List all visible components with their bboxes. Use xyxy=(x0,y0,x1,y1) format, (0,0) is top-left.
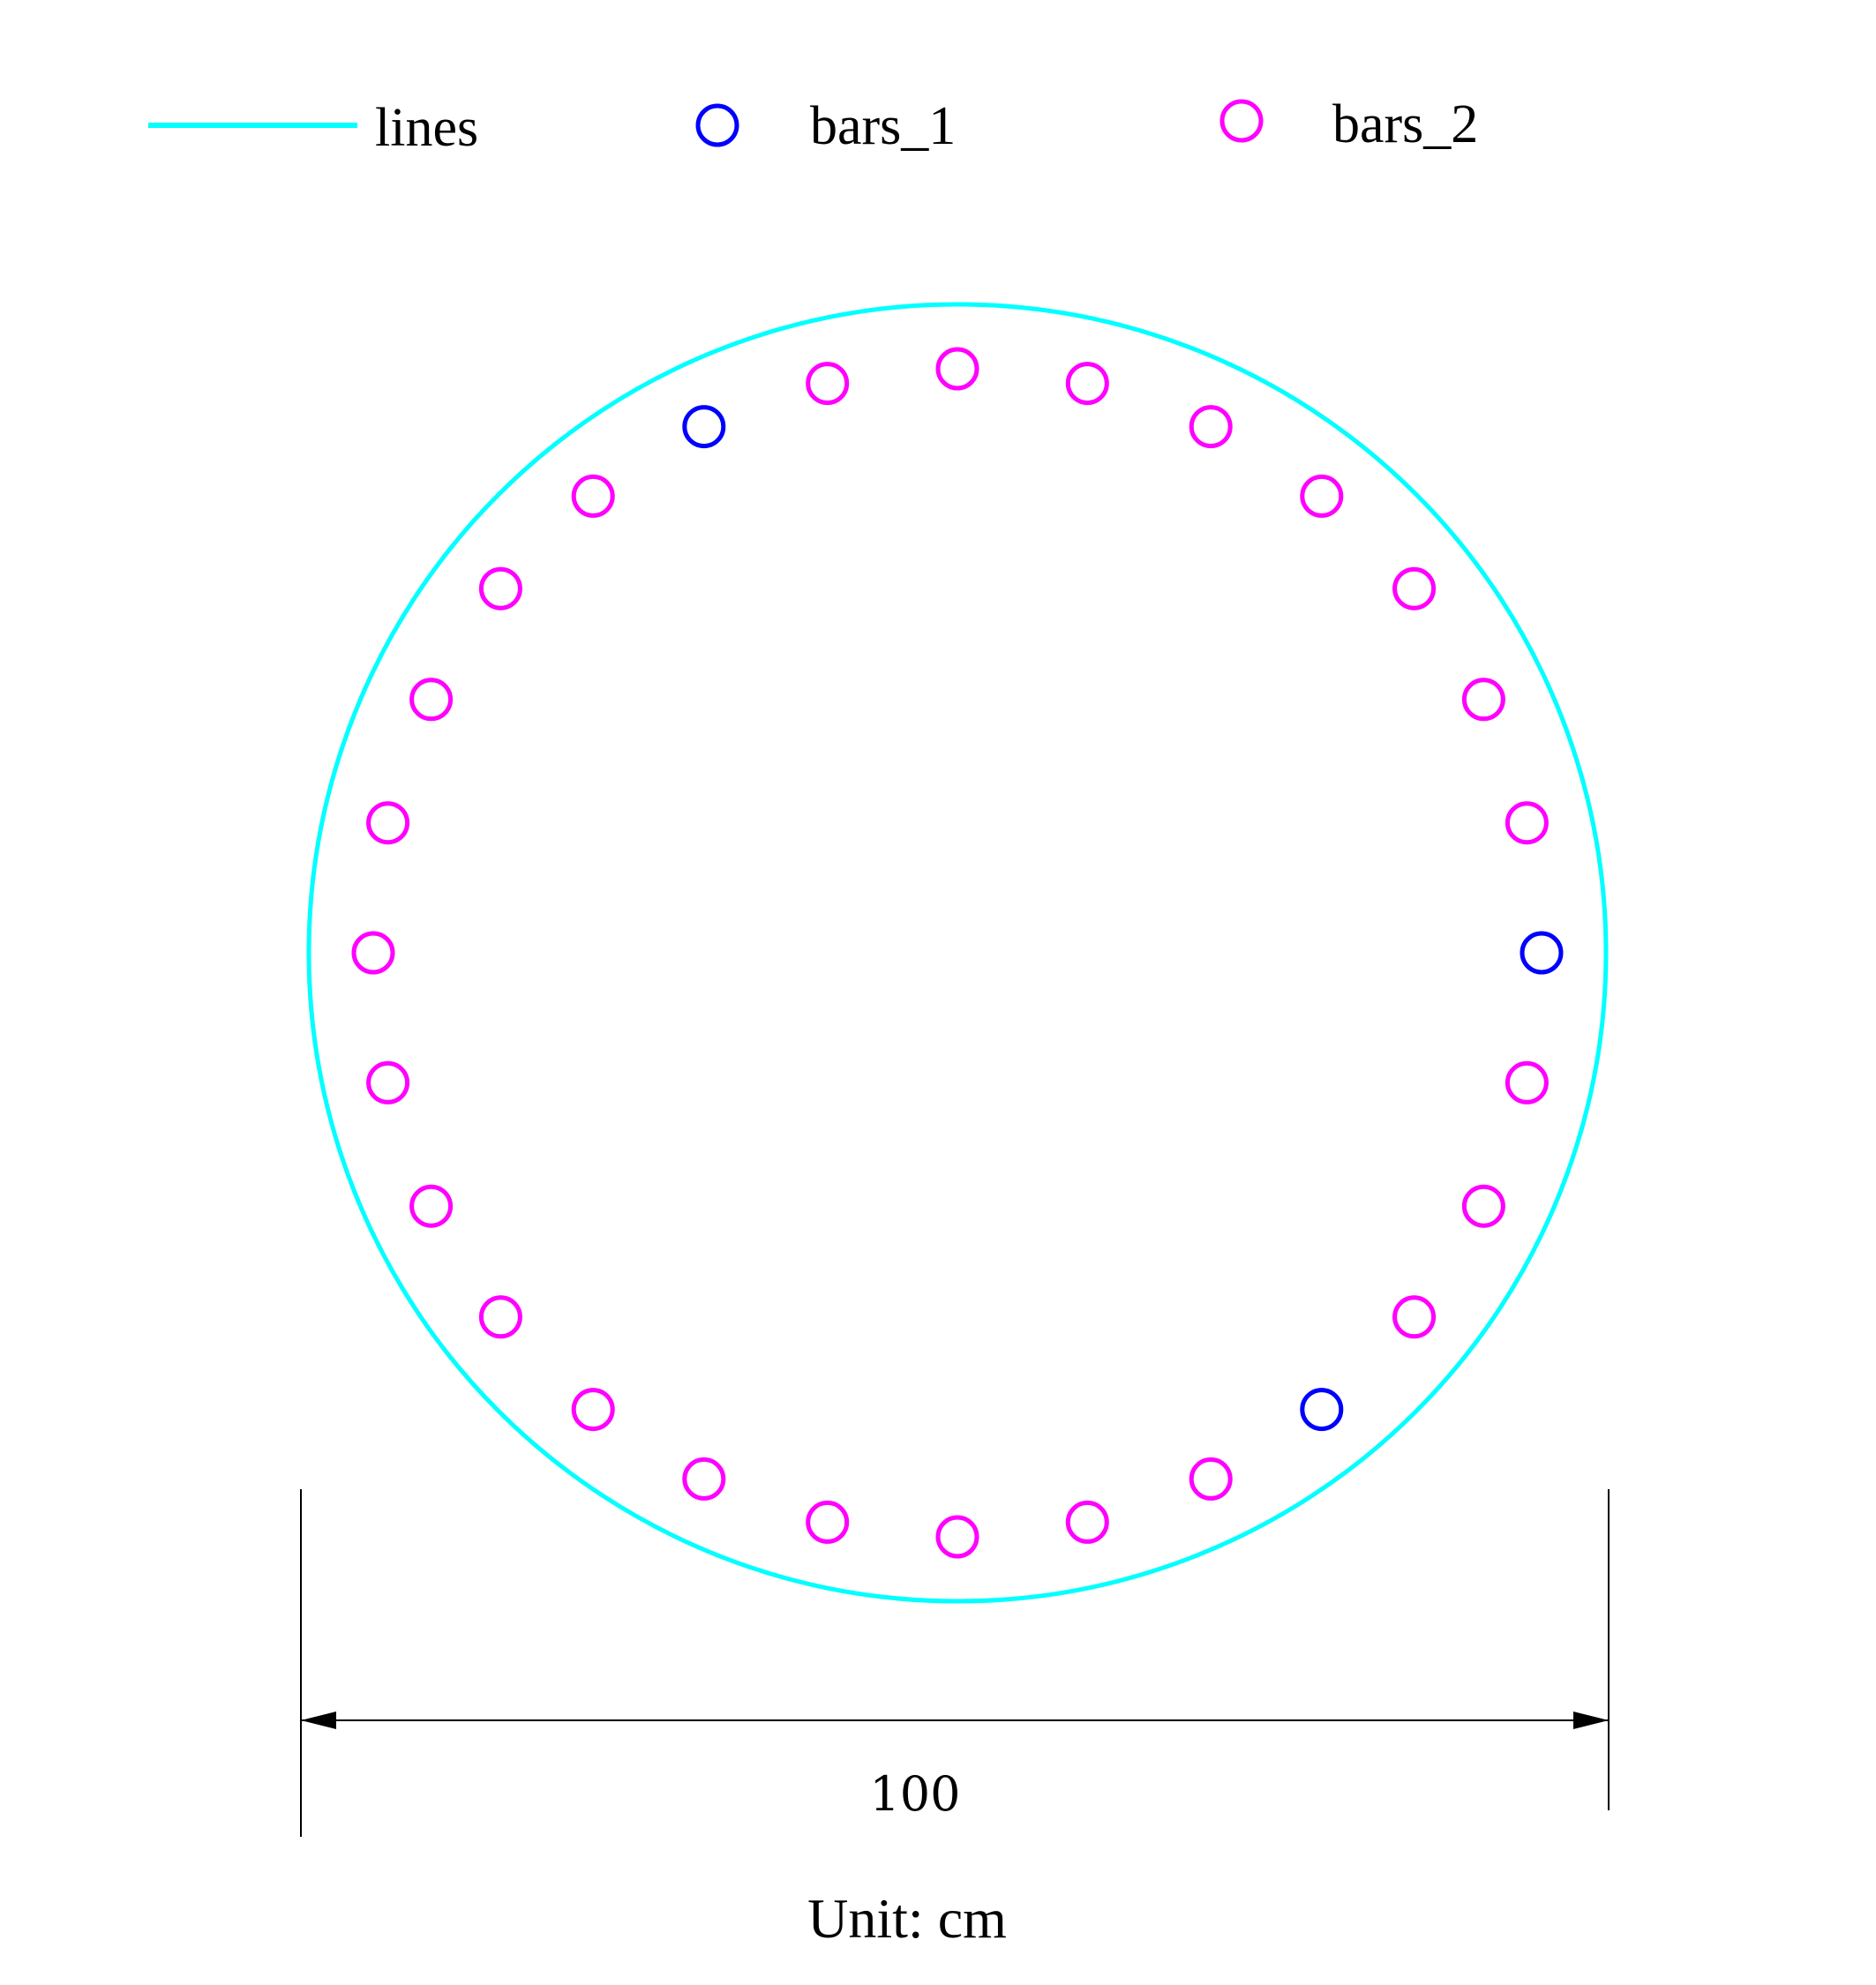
dimension-arrow-left xyxy=(301,1712,336,1729)
rebar-bars-1 xyxy=(1520,931,1564,975)
rebar-bars-2 xyxy=(366,801,410,845)
rebar-bars-2 xyxy=(409,1184,454,1228)
rebar-bars-2 xyxy=(478,566,522,610)
rebar-bars-2 xyxy=(1189,405,1233,449)
rebar-bars-2 xyxy=(1461,1184,1505,1228)
legend-bars-2-marker xyxy=(1219,99,1264,143)
dimension-value: 100 xyxy=(869,1766,960,1822)
rebar-bars-2 xyxy=(935,347,979,391)
rebar-bars-2 xyxy=(1505,1060,1549,1105)
rebar-bars-2 xyxy=(1065,362,1109,406)
rebar-bars-1 xyxy=(682,405,726,449)
legend-bars-1-marker xyxy=(695,103,739,147)
rebar-bars-2 xyxy=(1461,678,1505,722)
rebar-bars-2 xyxy=(806,362,850,406)
rebar-bars-2 xyxy=(1505,801,1549,845)
rebar-bars-2 xyxy=(409,678,454,722)
legend: lines bars_1 bars_2 xyxy=(148,94,1478,158)
rebar-bars-1 xyxy=(1300,1388,1344,1432)
rebar-bars-2 xyxy=(935,1515,979,1559)
legend-bars-2-label: bars_2 xyxy=(1332,94,1478,154)
rebar-bars-2 xyxy=(1392,1295,1437,1339)
dimension: 100 xyxy=(300,1489,1610,1837)
rebar-bars-2 xyxy=(351,931,395,975)
unit-label: Unit: cm xyxy=(807,1887,1007,1950)
rebar-group xyxy=(351,347,1564,1559)
rebar-bars-2 xyxy=(366,1060,410,1105)
rebar-bars-2 xyxy=(806,1500,850,1544)
legend-lines-label: lines xyxy=(375,98,478,158)
section-outline xyxy=(306,302,1609,1604)
rebar-bars-2 xyxy=(571,1388,615,1432)
rebar-bars-2 xyxy=(1300,474,1344,518)
rebar-bars-2 xyxy=(478,1295,522,1339)
rebar-bars-2 xyxy=(1392,566,1437,610)
dimension-arrow-right xyxy=(1573,1712,1609,1729)
rebar-bars-2 xyxy=(1189,1457,1233,1501)
rebar-bars-2 xyxy=(1065,1500,1109,1544)
legend-bars-1-label: bars_1 xyxy=(810,96,956,156)
rebar-bars-2 xyxy=(571,474,615,518)
rebar-bars-2 xyxy=(682,1457,726,1501)
